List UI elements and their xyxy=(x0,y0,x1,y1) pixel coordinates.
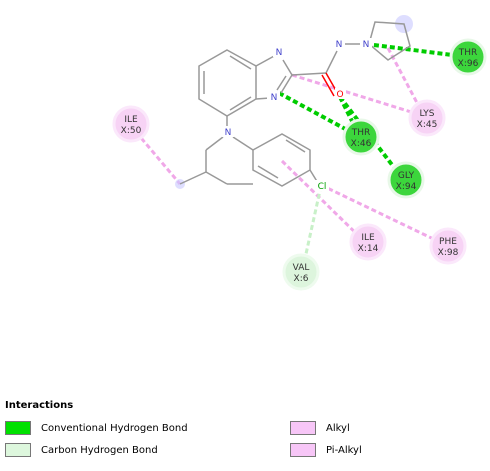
atom-n-amide: N xyxy=(336,40,343,50)
residue-number: X:96 xyxy=(458,59,479,69)
residue-thr96[interactable]: THR X:96 xyxy=(449,38,487,76)
residue-code: GLY xyxy=(398,171,415,181)
residue-code: LYS xyxy=(419,109,434,119)
residue-code: PHE xyxy=(439,237,457,247)
atom-oxygen: O xyxy=(336,90,343,100)
atom-n-quinoline: N xyxy=(225,128,232,138)
residue-code: ILE xyxy=(361,233,375,243)
hbond-line-thr96 xyxy=(365,42,469,59)
residue-ile50[interactable]: ILE X:50 xyxy=(112,105,150,143)
residue-thr46[interactable]: THR X:46 xyxy=(342,118,380,156)
residue-ile14[interactable]: ILE X:14 xyxy=(349,223,387,261)
legend-label: Alkyl xyxy=(326,422,350,434)
legend-item-conventional-hbond: Conventional Hydrogen Bond xyxy=(5,421,188,435)
residue-code: ILE xyxy=(124,115,138,125)
legend-item-pi-alkyl: Pi-Alkyl xyxy=(290,443,362,457)
legend: Interactions Conventional Hydrogen Bond … xyxy=(0,396,490,471)
legend-item-carbon-hbond: Carbon Hydrogen Bond xyxy=(5,443,158,457)
residue-number: X:98 xyxy=(438,248,459,258)
legend-swatch xyxy=(290,443,316,457)
legend-label: Pi-Alkyl xyxy=(326,444,362,456)
residue-code: THR xyxy=(351,128,371,138)
atom-n-imidazole-1: N xyxy=(276,48,283,58)
alkyl-line-lys45-b xyxy=(291,73,425,118)
residue-number: X:14 xyxy=(358,244,379,254)
residue-number: X:45 xyxy=(417,120,438,130)
residue-gly94[interactable]: GLY X:94 xyxy=(387,161,425,199)
atom-chlorine: Cl xyxy=(318,182,327,192)
interaction-diagram: N N O N N N Cl THR X:96 LYS X:45 ILE X:5… xyxy=(112,15,487,291)
interaction-lines xyxy=(129,42,469,273)
legend-swatch xyxy=(5,443,31,457)
residue-number: X:6 xyxy=(294,274,309,284)
residue-code: VAL xyxy=(293,263,310,273)
alkyl-line-ile14 xyxy=(280,159,368,245)
legend-swatch xyxy=(5,421,31,435)
residue-phe98[interactable]: PHE X:98 xyxy=(429,227,467,265)
ligand-bonds xyxy=(179,21,411,187)
residue-number: X:50 xyxy=(121,126,142,136)
legend-item-alkyl: Alkyl xyxy=(290,421,350,435)
atom-n-pyrrolidine: N xyxy=(363,40,370,50)
legend-label: Carbon Hydrogen Bond xyxy=(41,444,158,456)
legend-title: Interactions xyxy=(5,400,74,411)
legend-label: Conventional Hydrogen Bond xyxy=(41,422,188,434)
residue-number: X:46 xyxy=(351,139,372,149)
residue-lys45[interactable]: LYS X:45 xyxy=(408,99,446,137)
residue-number: X:94 xyxy=(396,182,417,192)
residue-val6[interactable]: VAL X:6 xyxy=(282,253,320,291)
atom-n-imidazole-2: N xyxy=(271,93,278,103)
legend-swatch xyxy=(290,421,316,435)
residue-code: THR xyxy=(458,48,478,58)
